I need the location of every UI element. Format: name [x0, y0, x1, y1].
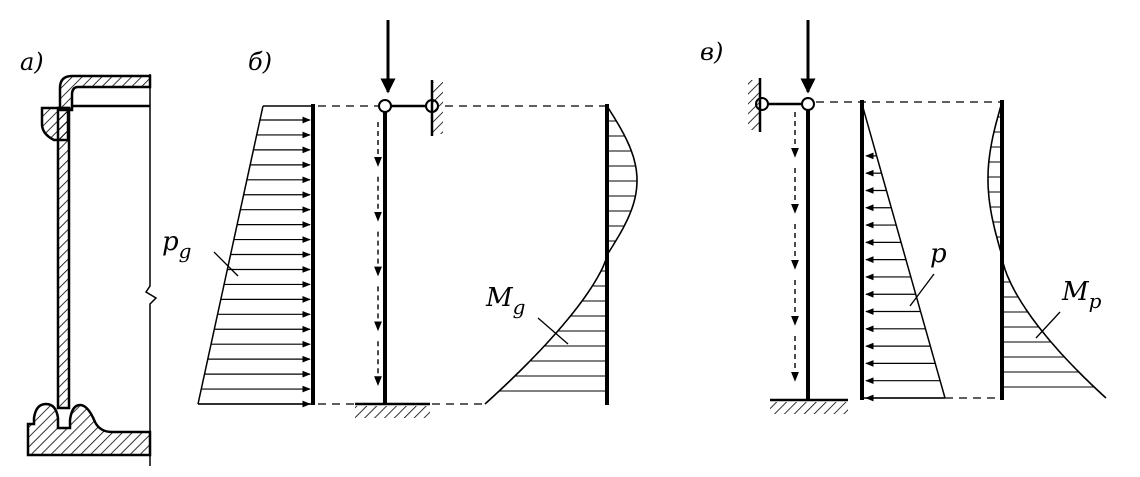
- pg-label-sub: g: [179, 239, 192, 263]
- panel-a-label: а): [20, 48, 44, 76]
- mp-label-main: M: [1061, 277, 1090, 307]
- support-hatch-v: [748, 80, 759, 130]
- svg-text:Mp: Mp: [1061, 277, 1102, 313]
- panel-a: а): [20, 48, 158, 466]
- pg-leader: [213, 251, 239, 277]
- moment-diagram-mg: [484, 105, 638, 405]
- wall-section: [56, 106, 71, 410]
- top-flange-section: [58, 74, 152, 112]
- p-leader: [909, 273, 935, 307]
- moment-diagram-mp: [987, 101, 1107, 399]
- axis-break-line: [144, 74, 158, 466]
- panel-v-label: в): [700, 38, 723, 66]
- mp-label-sub: p: [1089, 289, 1102, 313]
- load-diagram-p: [861, 103, 946, 402]
- load-diagram-pg: [197, 105, 312, 408]
- hinge-b-left: [378, 99, 392, 113]
- mg-leader: [537, 317, 569, 345]
- svg-text:pg: pg: [162, 227, 191, 263]
- panel-b: б) pg: [162, 20, 638, 418]
- panel-v: в) p Mp: [700, 20, 1107, 414]
- support-hatch-b: [433, 82, 443, 134]
- p-label: p: [930, 239, 947, 269]
- ground-hatch-b: [355, 406, 430, 418]
- mp-leader: [1035, 311, 1061, 339]
- mg-label-sub: g: [513, 295, 526, 319]
- svg-text:Mg: Mg: [485, 283, 525, 319]
- ground-hatch-v: [770, 402, 848, 414]
- moment-curve: [987, 101, 1107, 399]
- mg-label-main: M: [485, 283, 514, 313]
- panel-b-label: б): [248, 48, 272, 76]
- base-section: [26, 402, 152, 457]
- hinge-v-right: [801, 97, 815, 111]
- pg-label-main: p: [162, 227, 179, 257]
